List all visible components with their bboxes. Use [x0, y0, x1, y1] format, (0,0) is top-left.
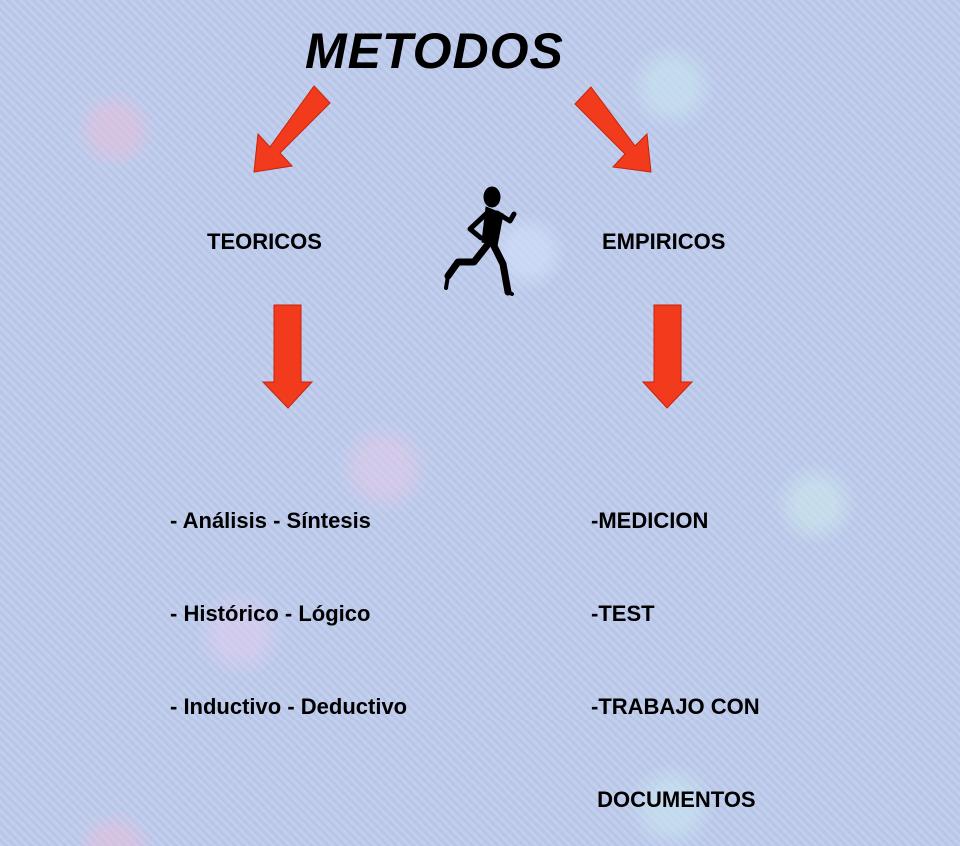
diagram-title: METODOS: [305, 23, 564, 79]
arrow-down-icon: [261, 304, 314, 409]
teoricos-label: TEORICOS: [207, 229, 322, 254]
list-item: - Histórico - Lógico: [170, 601, 371, 626]
arrow-down-right-icon: [574, 86, 652, 173]
runner-icon: [444, 186, 517, 296]
list-item: -MEDICION: [591, 508, 709, 533]
arrows-layer: [253, 85, 694, 409]
list-item: DOCUMENTOS: [591, 787, 756, 812]
teoricos-list: - Análisis - Síntesis - Histórico - Lógi…: [170, 443, 407, 753]
list-item: -TEST: [591, 601, 655, 626]
list-item: - Análisis - Síntesis: [170, 508, 371, 533]
empiricos-label: EMPIRICOS: [602, 229, 726, 254]
list-item: - Inductivo - Deductivo: [170, 694, 408, 719]
arrow-down-icon: [641, 304, 694, 409]
list-item: -TRABAJO CON: [591, 694, 760, 719]
empiricos-list: -MEDICION -TEST -TRABAJO CON DOCUMENTOS: [591, 443, 760, 846]
arrow-down-left-icon: [253, 85, 331, 173]
